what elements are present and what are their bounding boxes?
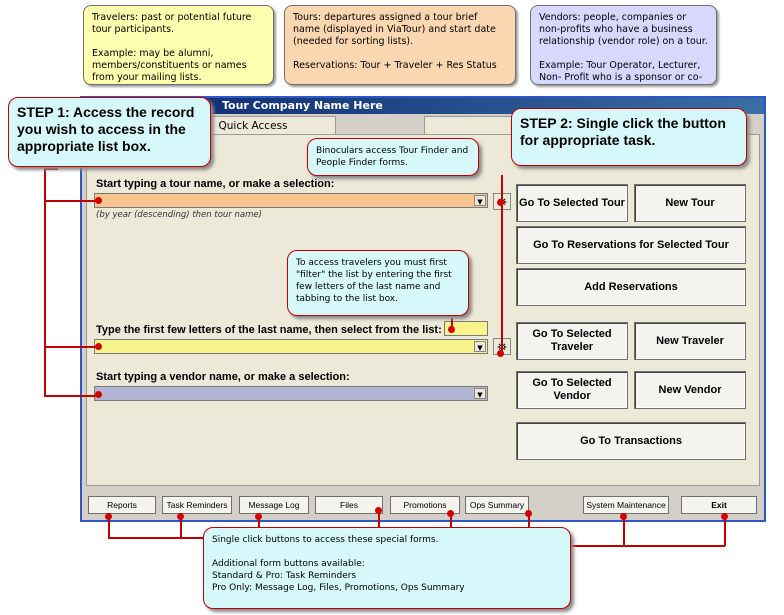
go-to-transactions-button[interactable]: Go To Transactions [516, 422, 746, 460]
go-to-selected-tour-button[interactable]: Go To Selected Tour [516, 184, 628, 222]
go-to-transactions-label: Go To Transactions [580, 434, 682, 447]
tour-combo[interactable]: ▼ [94, 193, 488, 208]
new-tour-label: New Tour [665, 196, 715, 209]
task-reminders-button[interactable]: Task Reminders [162, 496, 232, 514]
travelers-info-box: Travelers: past or potential future tour… [83, 5, 274, 85]
step1-callout: STEP 1: Access the record you wish to ac… [8, 97, 211, 167]
go-to-selected-traveler-label: Go To Selected Traveler [532, 328, 612, 353]
new-tour-button[interactable]: New Tour [634, 184, 746, 222]
tour-hint: (by year (descending) then tour name) [96, 210, 262, 220]
binoculars-callout: Binoculars access Tour Finder and People… [307, 138, 479, 176]
tab-blank[interactable] [424, 116, 520, 134]
add-reservations-label: Add Reservations [584, 280, 678, 293]
go-to-reservations-button[interactable]: Go To Reservations for Selected Tour [516, 226, 746, 264]
go-to-selected-traveler-button[interactable]: Go To Selected Traveler [516, 322, 628, 360]
vendors-info-box: Vendors: people, companies or non-profit… [530, 5, 717, 85]
travelers-filter-callout: To access travelers you must first "filt… [287, 250, 469, 316]
traveler-label: Type the first few letters of the last n… [96, 324, 442, 336]
new-vendor-label: New Vendor [658, 383, 722, 396]
go-to-selected-tour-label: Go To Selected Tour [519, 196, 625, 209]
system-maintenance-button[interactable]: System Maintenance [583, 496, 669, 514]
exit-button[interactable]: Exit [681, 496, 757, 514]
ops-summary-button[interactable]: Ops Summary [465, 496, 529, 514]
step2-callout: STEP 2: Single click the button for appr… [511, 108, 747, 166]
traveler-filter-input[interactable] [444, 321, 488, 336]
go-to-reservations-label: Go To Reservations for Selected Tour [533, 238, 729, 251]
traveler-combo[interactable]: ▼ [94, 339, 488, 354]
new-traveler-label: New Traveler [656, 334, 724, 347]
vendor-combo[interactable]: ▼ [94, 386, 488, 401]
tours-info-box: Tours: departures assigned a tour brief … [284, 5, 516, 85]
tour-label: Start typing a tour name, or make a sele… [96, 178, 335, 190]
message-log-button[interactable]: Message Log [239, 496, 309, 514]
go-to-selected-vendor-label: Go To Selected Vendor [532, 377, 612, 402]
promotions-button[interactable]: Promotions [390, 496, 460, 514]
add-reservations-button[interactable]: Add Reservations [516, 268, 746, 306]
tour-combo-arrow-icon[interactable]: ▼ [474, 195, 486, 206]
vendor-label: Start typing a vendor name, or make a se… [96, 371, 350, 383]
traveler-combo-arrow-icon[interactable]: ▼ [474, 341, 486, 352]
reports-button[interactable]: Reports [88, 496, 156, 514]
bottom-buttons-callout: Single click buttons to access these spe… [203, 527, 571, 609]
go-to-selected-vendor-button[interactable]: Go To Selected Vendor [516, 371, 628, 409]
new-vendor-button[interactable]: New Vendor [634, 371, 746, 409]
new-traveler-button[interactable]: New Traveler [634, 322, 746, 360]
files-button[interactable]: Files [315, 496, 383, 514]
vendor-combo-arrow-icon[interactable]: ▼ [474, 388, 486, 399]
